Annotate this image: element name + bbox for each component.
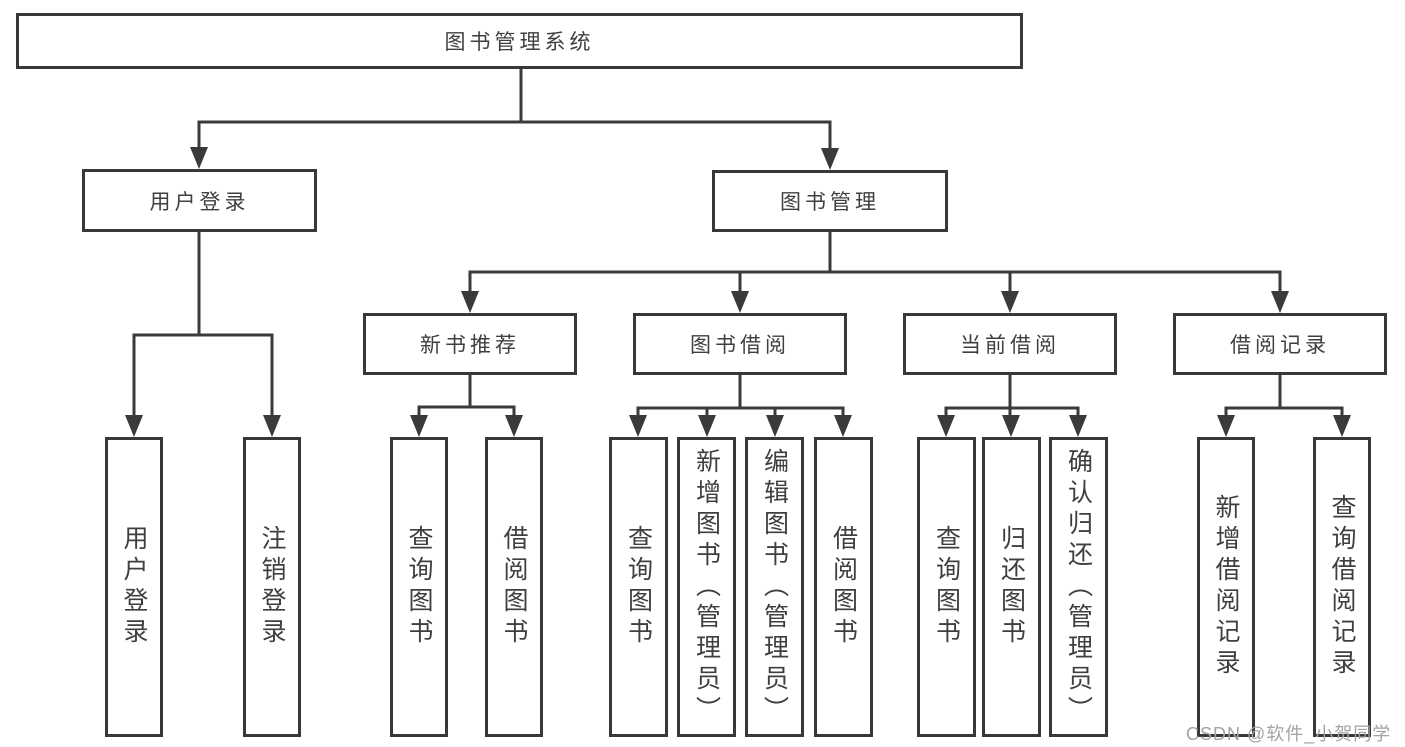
node-leaf-borrow-books: 借阅图书 — [814, 437, 873, 737]
connector-new-book-to-leaves — [410, 375, 523, 437]
arrowhead — [1217, 415, 1235, 437]
arrowhead — [731, 291, 749, 313]
arrowhead — [766, 415, 784, 437]
branch-bar — [944, 406, 1080, 418]
arrowhead — [1001, 291, 1019, 313]
node-current-borrow: 当前借阅 — [903, 313, 1117, 375]
node-borrow-records: 借阅记录 — [1173, 313, 1387, 375]
node-leaf-query-borrow-record: 查询借阅记录 — [1313, 437, 1371, 737]
arrowhead — [821, 148, 839, 170]
node-leaf-edit-books-admin: 编辑图书（管理员） — [745, 437, 804, 737]
connector-book-management-to-level3 — [461, 232, 1289, 313]
arrowhead — [505, 415, 523, 437]
branch-bar — [417, 405, 516, 418]
node-book-borrow: 图书借阅 — [633, 313, 847, 375]
arrowhead — [1271, 291, 1289, 313]
branch-bar — [197, 120, 832, 150]
watermark: CSDN @软件_小贺同学 — [1186, 724, 1392, 744]
node-new-book-recommend: 新书推荐 — [363, 313, 577, 375]
node-leaf-query-books-borrow: 查询图书 — [609, 437, 668, 737]
node-leaf-return-books: 归还图书 — [982, 437, 1041, 737]
branch-bar — [132, 333, 274, 418]
arrowhead — [629, 415, 647, 437]
node-leaf-query-books-recommend: 查询图书 — [390, 437, 448, 737]
arrowhead — [410, 415, 428, 437]
node-leaf-user-login: 用户登录 — [105, 437, 163, 737]
branch-bar — [1224, 406, 1344, 418]
branch-bar — [636, 406, 845, 418]
node-leaf-logout: 注销登录 — [243, 437, 301, 737]
connector-current-borrow-to-leaves — [937, 375, 1087, 437]
arrowhead — [125, 415, 143, 437]
node-leaf-add-borrow-record: 新增借阅记录 — [1197, 437, 1255, 737]
arrowhead — [834, 415, 852, 437]
arrowhead — [1069, 415, 1087, 437]
arrowhead — [1333, 415, 1351, 437]
node-library-system: 图书管理系统 — [16, 13, 1023, 69]
node-book-management: 图书管理 — [712, 170, 948, 232]
arrowhead — [263, 415, 281, 437]
arrowhead — [190, 147, 208, 169]
node-leaf-query-books-current: 查询图书 — [917, 437, 976, 737]
arrowhead — [937, 415, 955, 437]
node-leaf-add-books-admin: 新增图书（管理员） — [677, 437, 736, 737]
node-leaf-borrow-books-recommend: 借阅图书 — [485, 437, 543, 737]
node-leaf-confirm-return-admin: 确认归还（管理员） — [1049, 437, 1108, 737]
connector-user-login-to-leaves — [125, 232, 281, 437]
arrowhead — [1002, 415, 1020, 437]
arrowhead — [461, 291, 479, 313]
connector-borrow-records-to-leaves — [1217, 375, 1351, 437]
node-user-login: 用户登录 — [82, 169, 317, 232]
branch-bar — [468, 270, 1282, 294]
connector-root-to-level2 — [190, 69, 839, 170]
arrowhead — [698, 415, 716, 437]
connector-book-borrow-to-leaves — [629, 375, 852, 437]
